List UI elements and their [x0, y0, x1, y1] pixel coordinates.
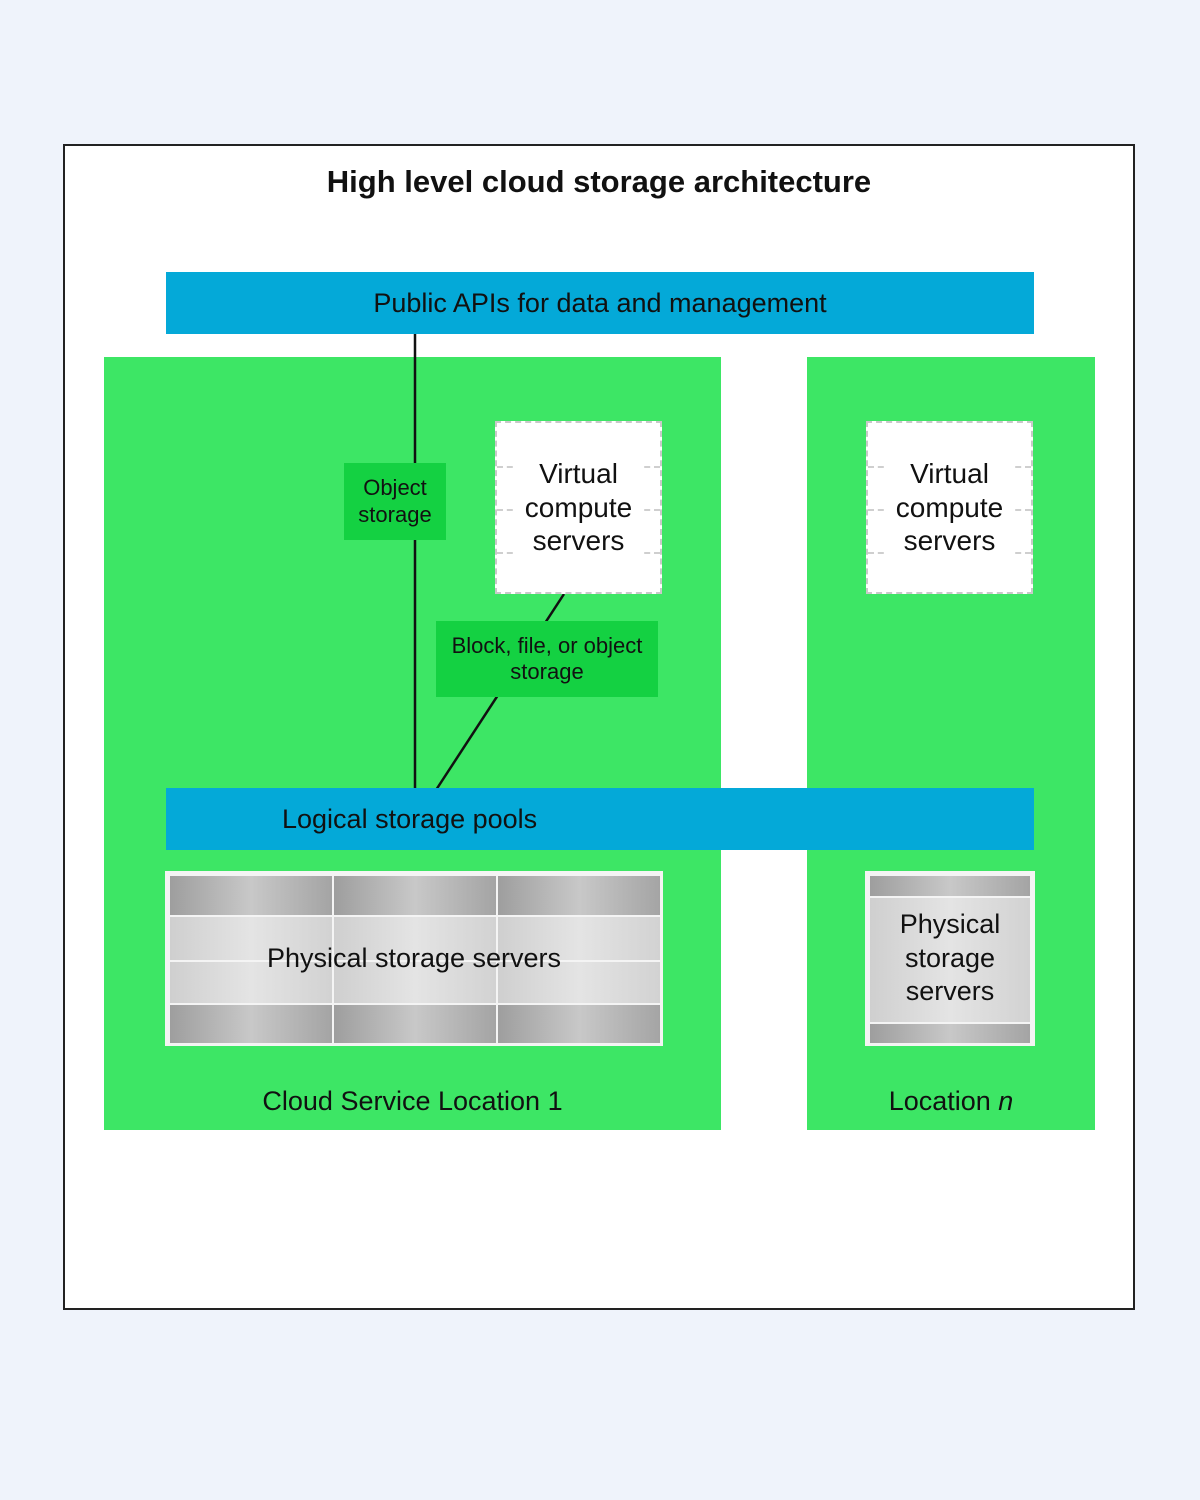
public-api-bar: Public APIs for data and management [166, 272, 1034, 334]
virtual-compute-servers-1-label: Virtual compute servers [514, 457, 643, 558]
location-n-label: Location n [807, 1086, 1095, 1117]
location-n-label-prefix: Location [888, 1086, 999, 1116]
location-1-label: Cloud Service Location 1 [104, 1086, 721, 1117]
physical-storage-servers-n: Physical storage servers [865, 871, 1035, 1046]
block-file-object-storage-tag: Block, file, or object storage [436, 621, 658, 697]
location-n-label-var: n [998, 1086, 1014, 1116]
physical-storage-servers-1-label: Physical storage servers [266, 942, 562, 973]
virtual-compute-servers-1: Virtual compute servers [495, 421, 662, 594]
physical-storage-servers-n-label: Physical storage servers [899, 908, 1001, 1007]
public-api-label: Public APIs for data and management [373, 287, 827, 318]
physical-storage-servers-1: Physical storage servers [165, 871, 663, 1046]
location-1-label-text: Cloud Service Location 1 [262, 1086, 563, 1116]
object-storage-tag: Object storage [344, 463, 446, 540]
virtual-compute-servers-n: Virtual compute servers [866, 421, 1033, 594]
block-storage-tag-label: Block, file, or object storage [451, 632, 643, 684]
diagram-title: High level cloud storage architecture [326, 164, 872, 199]
virtual-compute-servers-n-label: Virtual compute servers [885, 457, 1014, 558]
logical-storage-pools-label: Logical storage pools [282, 803, 538, 834]
object-storage-tag-label: Object storage [358, 475, 432, 527]
logical-storage-pools-bar: Logical storage pools [166, 788, 1034, 850]
